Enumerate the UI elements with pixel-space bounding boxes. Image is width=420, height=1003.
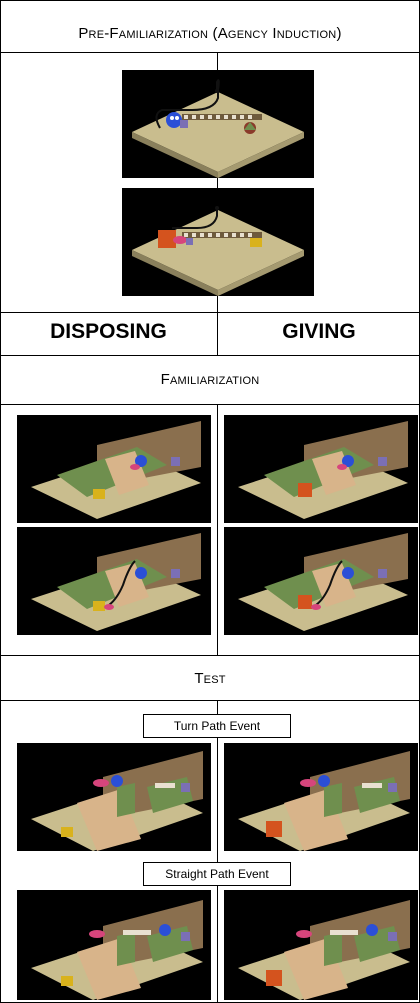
divider	[0, 312, 420, 313]
divider	[0, 404, 420, 405]
familiarization-giving-image-1	[224, 415, 418, 523]
divider	[0, 655, 420, 656]
turn-path-event-label: Turn Path Event	[143, 714, 291, 738]
condition-disposing: DISPOSING	[50, 320, 167, 343]
test-straight-disposing-image	[17, 890, 211, 1000]
familiarization-disposing-image-1	[17, 415, 211, 523]
condition-giving: GIVING	[282, 320, 356, 343]
familiarization-giving-image-2	[224, 527, 418, 635]
test-straight-giving-image	[224, 890, 418, 1000]
center-divider	[217, 52, 218, 312]
divider	[0, 355, 420, 356]
divider	[0, 52, 420, 53]
test-title: Test	[194, 670, 226, 687]
pre-familiarization-title: Pre-Familiarization (Agency Induction)	[78, 25, 342, 42]
center-divider	[217, 700, 218, 1003]
center-divider	[217, 312, 218, 355]
straight-path-event-label: Straight Path Event	[143, 862, 291, 886]
test-turn-giving-image	[224, 743, 418, 851]
divider	[0, 700, 420, 701]
familiarization-disposing-image-2	[17, 527, 211, 635]
familiarization-title: Familiarization	[160, 371, 260, 388]
pre-familiarization-image-red	[122, 188, 314, 296]
pre-familiarization-image-blue	[122, 70, 314, 178]
test-turn-disposing-image	[17, 743, 211, 851]
center-divider	[217, 404, 218, 655]
